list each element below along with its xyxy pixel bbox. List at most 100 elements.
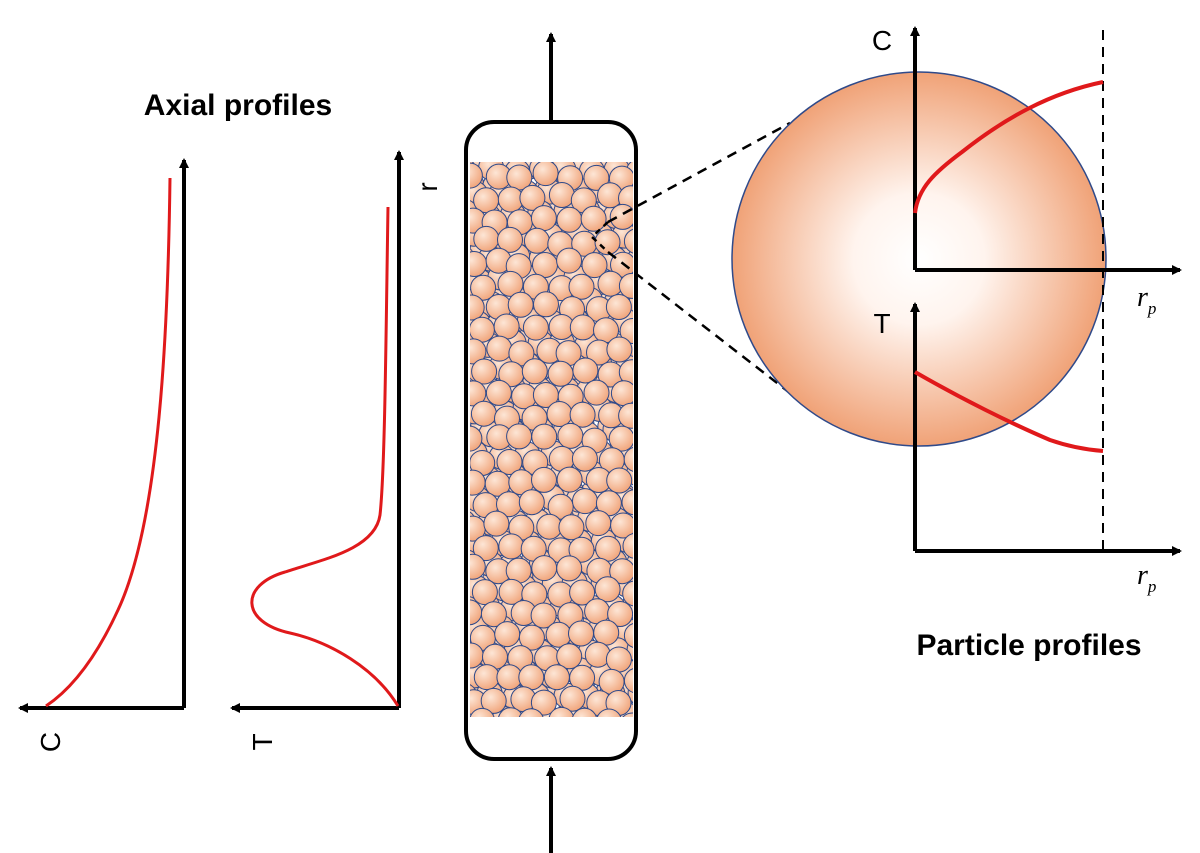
- catalyst-pellet: [531, 555, 558, 582]
- catalyst-pellet: [518, 708, 544, 717]
- catalyst-pellet: [623, 623, 633, 648]
- catalyst-pellet: [497, 270, 524, 297]
- catalyst-pellet: [556, 247, 583, 274]
- catalyst-pellet: [530, 602, 557, 629]
- catalyst-pellet: [607, 601, 633, 627]
- catalyst-pellet: [518, 664, 545, 691]
- catalyst-pellet: [473, 664, 500, 691]
- catalyst-pellet: [543, 664, 570, 691]
- catalyst-pellet: [548, 706, 575, 717]
- axial-temperature-plot: T r: [230, 150, 443, 751]
- catalyst-particle: [731, 71, 1107, 447]
- catalyst-pellet: [623, 228, 633, 254]
- catalyst-pellet: [497, 226, 523, 253]
- catalyst-pellet: [609, 203, 633, 230]
- catalyst-pellet: [559, 685, 586, 712]
- catalyst-pellet: [498, 707, 524, 717]
- catalyst-pellet: [583, 164, 610, 191]
- catalyst-pellet: [470, 380, 487, 407]
- catalyst-pellet: [623, 668, 633, 693]
- catalyst-pellet: [522, 314, 549, 341]
- catalyst-pellet: [568, 273, 595, 300]
- catalyst-pellet: [618, 272, 633, 299]
- catalyst-pellet: [635, 394, 660, 419]
- catalyst-pellet: [508, 340, 535, 367]
- catalyst-pellet: [485, 379, 512, 406]
- catalyst-pellet: [521, 358, 548, 385]
- catalyst-pellet: [470, 400, 497, 427]
- catalyst-pellet: [470, 162, 483, 189]
- rp-subscript: p: [1147, 299, 1157, 318]
- particle-profiles-title: Particle profiles: [916, 629, 1141, 662]
- catalyst-pellet: [595, 535, 622, 562]
- catalyst-pellet: [606, 467, 633, 494]
- catalyst-pellet: [518, 489, 545, 516]
- catalyst-pellet: [473, 225, 500, 252]
- catalyst-pellet: [480, 687, 507, 714]
- catalyst-pellet: [610, 380, 633, 407]
- catalyst-pellet: [568, 536, 595, 563]
- catalyst-pellet: [470, 553, 486, 580]
- catalyst-pellet: [581, 252, 608, 279]
- catalyst-bed: [470, 162, 660, 717]
- catalyst-pellet: [618, 402, 633, 429]
- catalyst-pellet: [480, 601, 507, 628]
- zoom-lines: [590, 121, 791, 394]
- catalyst-pellet: [606, 336, 633, 363]
- catalyst-pellet: [531, 466, 557, 493]
- particle-concentration-plot: C rp: [872, 25, 1182, 318]
- axial-t-axis-label: T: [247, 733, 278, 750]
- catalyst-pellet: [556, 555, 583, 582]
- catalyst-pellet: [470, 642, 484, 669]
- catalyst-pellet: [569, 314, 596, 341]
- catalyst-pellet: [572, 488, 598, 515]
- particle-rp-label-lower: rp: [1137, 560, 1156, 596]
- axial-profiles-title: Axial profiles: [144, 89, 332, 122]
- catalyst-pellet: [507, 291, 534, 318]
- particle-temperature-plot: T rp: [873, 302, 1182, 596]
- particle-t-axis-label: T: [873, 308, 890, 339]
- rp-symbol: r: [1137, 560, 1148, 591]
- catalyst-pellet: [623, 446, 633, 472]
- catalyst-pellet: [496, 449, 523, 475]
- rp-symbol: r: [1137, 282, 1148, 313]
- axial-concentration-plot: C: [18, 158, 189, 752]
- rp-subscript: p: [1147, 577, 1157, 596]
- catalyst-pellet: [547, 493, 574, 520]
- catalyst-pellet: [609, 558, 633, 585]
- reactor: [464, 32, 660, 853]
- catalyst-pellet: [583, 379, 610, 406]
- catalyst-pellet: [470, 294, 485, 321]
- catalyst-pellet: [580, 205, 607, 232]
- catalyst-pellet: [556, 206, 583, 233]
- catalyst-pellet: [585, 510, 612, 537]
- catalyst-pellet: [569, 401, 596, 428]
- catalyst-pellet: [571, 445, 598, 472]
- catalyst-pellet: [622, 712, 633, 717]
- catalyst-pellet: [594, 229, 621, 256]
- catalyst-pellet: [557, 422, 584, 449]
- catalyst-pellet: [621, 489, 633, 516]
- catalyst-pellet: [572, 707, 597, 717]
- catalyst-pellet: [470, 425, 483, 452]
- catalyst-pellet: [471, 579, 498, 606]
- catalyst-pellet: [523, 227, 550, 254]
- catalyst-pellet: [608, 425, 633, 452]
- axial-temperature-curve: [250, 206, 400, 707]
- catalyst-pellet: [622, 533, 633, 559]
- catalyst-pellet: [572, 357, 599, 384]
- catalyst-pellet: [531, 423, 558, 450]
- particle-concentration-curve: [913, 80, 1104, 214]
- catalyst-pellet: [470, 707, 495, 717]
- catalyst-pellet: [494, 621, 521, 648]
- catalyst-pellet: [593, 619, 620, 646]
- catalyst-pellet: [498, 533, 525, 560]
- catalyst-pellet: [605, 294, 632, 320]
- catalyst-pellet: [546, 401, 573, 427]
- catalyst-pellet: [496, 664, 523, 691]
- catalyst-pellet: [610, 512, 633, 539]
- catalyst-pellet: [594, 576, 621, 603]
- catalyst-pellet: [493, 313, 520, 340]
- catalyst-pellet: [568, 620, 594, 647]
